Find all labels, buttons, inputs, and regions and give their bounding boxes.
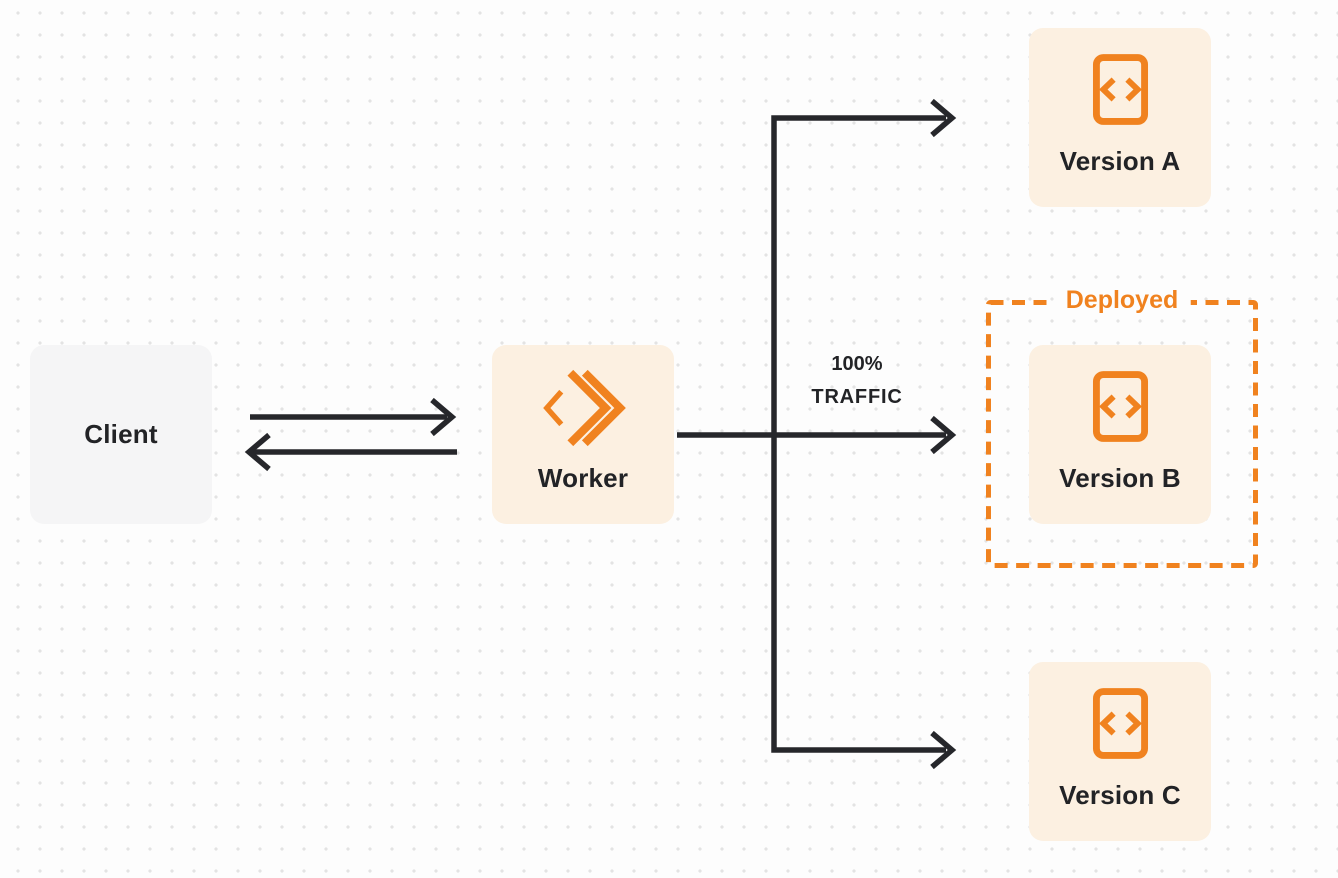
client-to-worker-arrow <box>250 397 457 437</box>
workers-logo-icon <box>543 369 626 447</box>
code-file-icon <box>1092 688 1148 759</box>
code-file-icon <box>1092 371 1148 442</box>
deployed-boundary: Deployed <box>986 284 1258 568</box>
deployed-badge: Deployed <box>1053 284 1191 316</box>
version-b-node: Version B <box>1029 345 1211 524</box>
version-a-node: Version A <box>1029 28 1211 207</box>
branch-to-version-a-arrow <box>771 98 957 437</box>
client-label: Client <box>84 419 158 449</box>
version-c-node: Version C <box>1029 662 1211 841</box>
worker-to-client-arrow <box>244 432 457 472</box>
client-node: Client <box>30 345 212 524</box>
code-file-icon <box>1092 54 1148 125</box>
version-c-label: Version C <box>1059 780 1181 810</box>
worker-node: Worker <box>492 345 674 524</box>
worker-to-version-b-arrow <box>677 415 957 455</box>
version-b-label: Version B <box>1059 463 1181 493</box>
traffic-percent: 100% <box>831 353 883 375</box>
traffic-label: 100% TRAFFIC <box>779 348 935 414</box>
worker-label: Worker <box>537 463 629 493</box>
branch-to-version-c-arrow <box>771 433 957 770</box>
version-a-label: Version A <box>1059 146 1181 176</box>
traffic-word: TRAFFIC <box>811 386 903 408</box>
